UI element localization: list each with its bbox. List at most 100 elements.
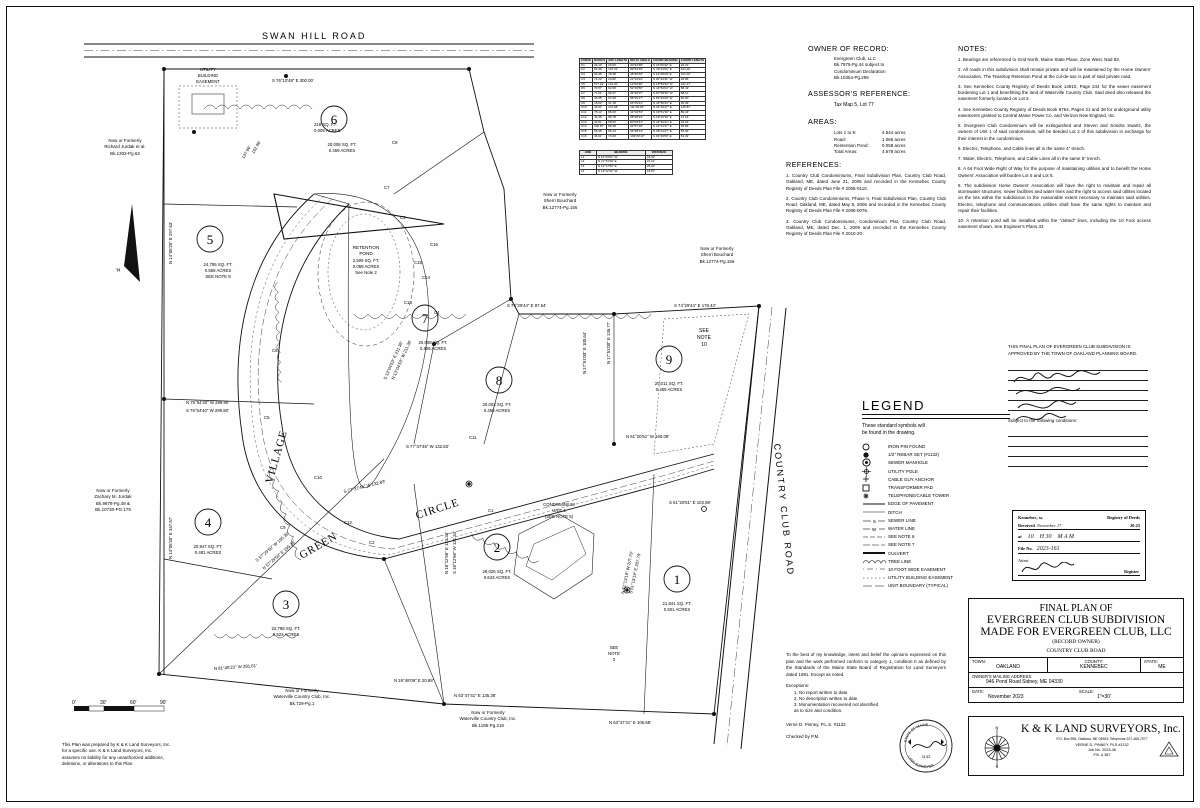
bearing-label: S 77°37'46" W 132.83' (406, 444, 449, 449)
legend-label: 10 FOOT WIDE EASEMENT (888, 566, 946, 572)
abutter-label-jurdak-richard: Now or Formerly Richard Jurdak et al. Bk… (104, 138, 146, 156)
road-label-country-club: COUNTRY CLUB ROAD (772, 443, 796, 577)
svg-text:C16: C16 (430, 242, 438, 247)
condominium-unit: CONDOMINIUM UNIT 1 (SEE NOTE 5) (513, 502, 595, 600)
county-cell: COUNTY: KENNEBEC (1048, 658, 1141, 672)
approval-signature-line[interactable] (1008, 371, 1148, 382)
bearing-label: S 74°29'44" E 178.43' (674, 303, 716, 308)
dot-line-icon (862, 575, 888, 581)
approval-signature-line[interactable] (1008, 401, 1148, 412)
legend-divider (862, 414, 1010, 419)
filled-circle-icon (862, 451, 888, 459)
firm-name: K & K LAND SURVEYORS, Inc. (1021, 723, 1181, 735)
condition-line[interactable] (1008, 427, 1148, 438)
legend-title: LEGEND (862, 398, 926, 413)
svg-text:9: 9 (666, 352, 673, 367)
svg-text:0.643 ACRES: 0.643 ACRES (484, 575, 511, 580)
triangle-logo-icon (1159, 741, 1179, 757)
s-line-icon: S (862, 517, 888, 524)
registry-county: Kennebec, ss. (1018, 515, 1044, 520)
svg-text:20,003 SQ. FT.: 20,003 SQ. FT. (483, 402, 512, 407)
retention-pond-label: RETENTION POND 2,509 SQ. FT. 0.058 ACRES… (353, 245, 380, 275)
svg-text:3: 3 (283, 597, 290, 612)
bearing-label: S 18°12'56" W 121.34' (452, 531, 457, 574)
svg-text:C3: C3 (400, 215, 406, 220)
legend-label: EDGE OF PAVEMENT (888, 501, 934, 507)
legend-row: TREE LINE (862, 557, 1012, 565)
legend-block: LEGEND These standard symbols will be fo… (862, 398, 1012, 590)
note-item: 2. All roads in this subdivision shall r… (958, 67, 1151, 79)
curve-table-cell: 109°00'13" (628, 133, 653, 140)
notes-heading: NOTES: (958, 44, 988, 53)
approval-signature-line[interactable] (1008, 381, 1148, 392)
svg-text:See Note 2: See Note 2 (355, 270, 377, 275)
legend-row: EDGE OF PAVEMENT (862, 500, 1012, 508)
legend-row: SEWER MANHOLE (862, 458, 1012, 468)
legend-label: UTILITY POLE (888, 468, 918, 474)
svg-text:RETENTION: RETENTION (353, 245, 380, 250)
reference-item: 3. Country Club Condominiums, Condominiu… (786, 218, 946, 237)
legend-row: SEE NOTE 6 (862, 533, 1012, 541)
condition-line[interactable] (1008, 437, 1148, 448)
approval-signature-line[interactable] (1008, 391, 1148, 402)
certification-block: To the best of my knowledge, intent and … (786, 652, 946, 740)
svg-text:6: 6 (331, 112, 338, 127)
notes-block: NOTES: 1. Bearings are referenced to Gri… (958, 44, 1151, 231)
svg-text:0.501 ACRES: 0.501 ACRES (664, 607, 691, 612)
svg-text:N: N (116, 267, 121, 274)
owner-line: Bk.10354-Pg.299 (834, 74, 869, 80)
distance-label: 152.96' (251, 140, 262, 155)
condition-line[interactable] (1008, 457, 1148, 468)
tree-line-icon (862, 558, 888, 565)
legend-row: CABLE GUY ANCHOR (862, 475, 1012, 483)
exception-item: 1. No report written to date. (794, 689, 849, 695)
town-cell: TOWN: OAKLAND (969, 658, 1048, 672)
svg-text:2: 2 (494, 540, 501, 555)
monument-points (157, 67, 761, 716)
area-row: Rentention Pond: 0.058 acres (834, 142, 906, 148)
approval-block: THIS FINAL PLAN OF EVERGREEN CLUB SUBDIV… (1008, 344, 1148, 468)
legend-row: DITCH (862, 508, 1012, 516)
disclaimer-line: This Plan was prepared by K & K Land Sur… (62, 742, 171, 747)
bearing-label: N 17°51'00" E 136.77' (606, 322, 611, 364)
legend-label: TREE LINE (888, 558, 912, 564)
note-item: 10. A retention pond will be installed w… (958, 218, 1151, 230)
curve-table: CURVE RADIUS ARC LENGTH DELTA ANGLE CHOR… (578, 58, 707, 140)
note-item: 1. Bearings are referenced to Grid North… (958, 57, 1121, 62)
registry-file-row: File No. 2023-161 (1018, 546, 1140, 554)
disclaimer-line: deletions, or alterations to this Plan. (62, 761, 134, 767)
legend-row: IRON PIN FOUND (862, 443, 1012, 451)
lot-marker-5: 5 24,795 SQ. FT. 0.569 ACRES SEE NOTE 8 (196, 225, 232, 279)
condition-line[interactable] (1008, 447, 1148, 458)
exception-item: as to size and condition. (794, 708, 843, 714)
abutter-label-wcc-1: Now or Formerly Waterville Country Club,… (273, 688, 331, 706)
svg-text:W: W (872, 527, 877, 532)
firm-block: N S K & K LAND SURVEYORS, Inc. P.O. Box … (968, 716, 1184, 776)
bearing-label: N 81°45'23" W 281.61' (214, 663, 258, 671)
svg-text:2,509 SQ. FT.: 2,509 SQ. FT. (353, 258, 380, 263)
legend-label: IRON PIN FOUND (888, 444, 926, 450)
svg-text:SEE NOTE 8: SEE NOTE 8 (205, 274, 231, 279)
bearing-label: N 17°51'00" E 100.64' (582, 332, 587, 374)
see-note-10-area: SEE NOTE 10 (653, 313, 750, 455)
svg-text:C1: C1 (488, 508, 494, 513)
owner-heading: OWNER OF RECORD: (808, 44, 890, 53)
title-line-1: FINAL PLAN OF (1039, 603, 1113, 614)
svg-text:10: 10 (701, 342, 707, 348)
date-cell: DATE: November 2023 (972, 689, 1024, 700)
note-item: 4. See Kennebec County Registry of Deeds… (958, 106, 1151, 118)
bearing-label: N 63°47'41" E 135.38' (454, 693, 496, 698)
bearing-label: S 77°37'46" W 132.83' (343, 479, 386, 494)
owner-line: Condominium Declaration (834, 68, 886, 74)
road-label-green: GREEN (298, 530, 340, 561)
bearing-label: N 14°05'20" E 347.67' (168, 517, 173, 559)
svg-text:0': 0' (72, 700, 76, 706)
seal-number: 1132 (922, 754, 931, 759)
svg-text:SEE: SEE (610, 645, 619, 650)
legend-subtitle: These standard symbols will (862, 423, 925, 429)
certification-text: To the best of my knowledge, intent and … (786, 652, 946, 677)
svg-text:SEE: SEE (699, 328, 710, 334)
disclaimer-line: assumes no liability for any unauthorize… (62, 754, 164, 760)
svg-text:CONDOMINIUM: CONDOMINIUM (543, 502, 575, 507)
legend-subtitle: be found in the drawing. (862, 430, 916, 437)
